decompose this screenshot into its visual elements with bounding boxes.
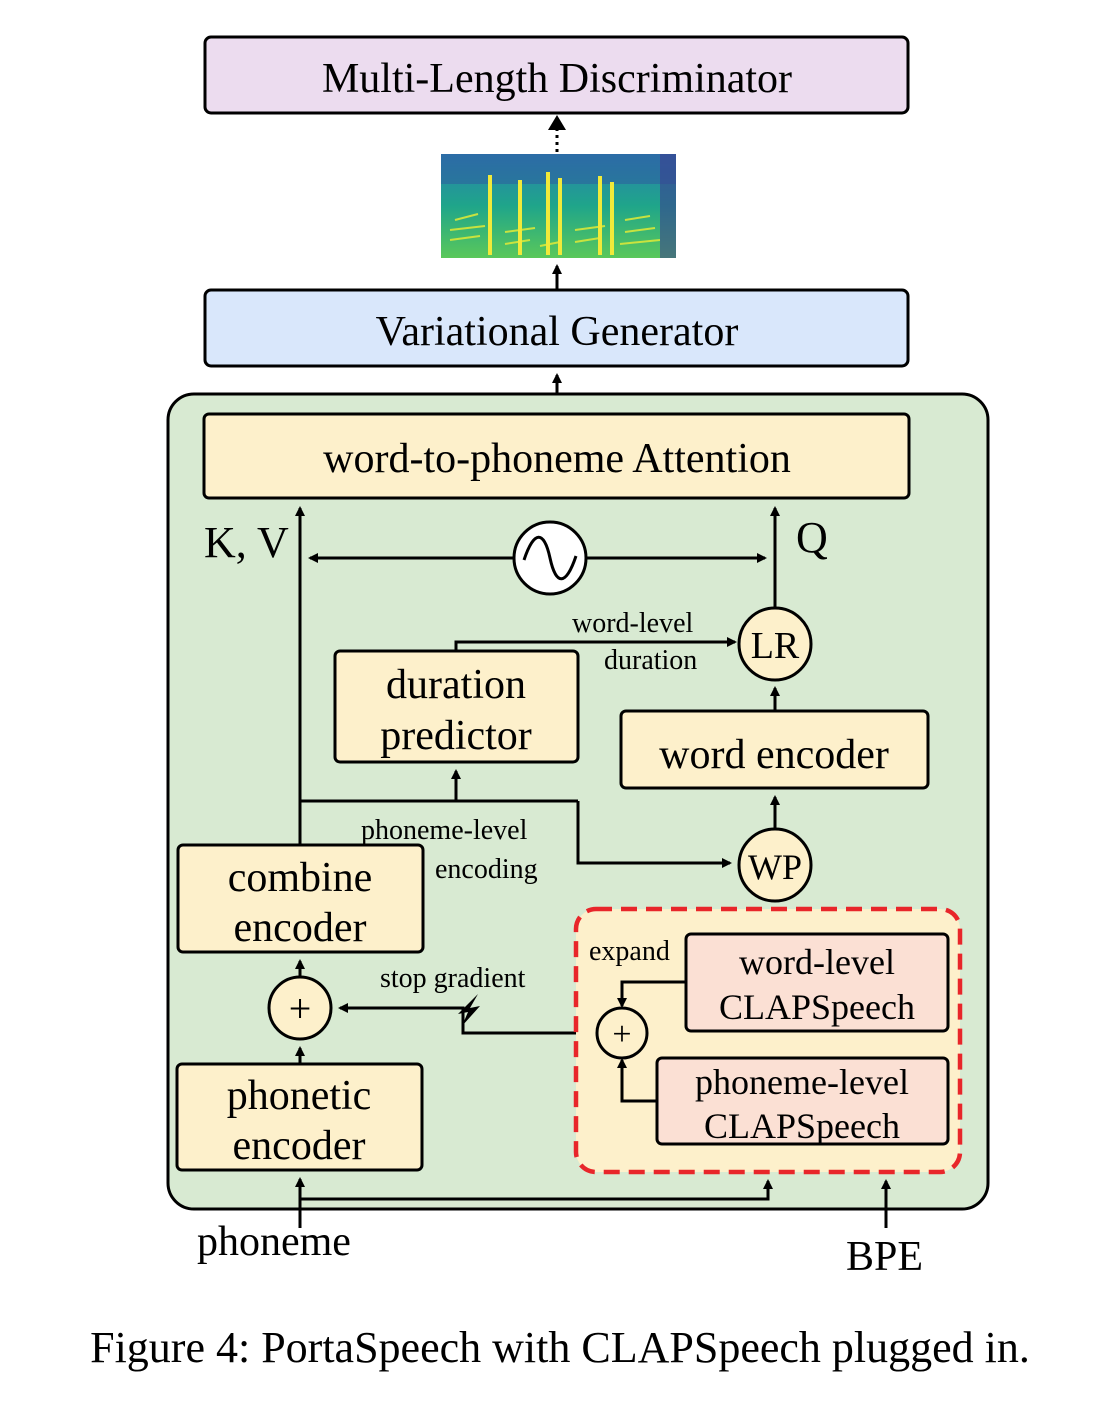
phonetic-encoder-line1: phonetic	[227, 1073, 372, 1119]
discriminator-label: Multi-Length Discriminator	[322, 56, 792, 102]
duration-to-lr-arrow	[454, 637, 737, 651]
encoding-to-wp-arrow	[576, 801, 732, 868]
clap-phoneme-line1: phoneme-level	[695, 1062, 909, 1102]
phoneme-level-encoding-line2: encoding	[435, 854, 538, 885]
phoneme-to-clap-arrow	[300, 1179, 773, 1201]
variational-generator-block: Variational Generator	[203, 288, 910, 368]
kv-label: K, V	[204, 518, 289, 567]
lr-label: LR	[751, 625, 800, 667]
word-clap-to-plus-arrow	[617, 980, 686, 1008]
attention-label: word-to-phoneme Attention	[323, 436, 791, 482]
phoneme-input-label: phoneme	[197, 1219, 351, 1265]
duration-predictor-line1: duration	[386, 662, 526, 708]
word-to-phoneme-attention-block: word-to-phoneme Attention	[202, 412, 911, 500]
phoneme-level-clapspeech-block: phoneme-level CLAPSpeech	[655, 1056, 950, 1146]
clap-word-line1: word-level	[739, 942, 895, 982]
phoneme-clap-to-plus-arrow	[617, 1058, 657, 1103]
plus-right-label: +	[612, 1016, 631, 1053]
combine-encoder-line2: encoder	[234, 905, 367, 951]
bpe-input-label: BPE	[846, 1234, 923, 1280]
word-encoder-label: word encoder	[659, 732, 889, 778]
clap-phoneme-line2: CLAPSpeech	[704, 1106, 900, 1146]
word-encoder-block: word encoder	[619, 709, 930, 790]
add-node-left: +	[267, 975, 333, 1041]
combine-encoder-line1: combine	[228, 855, 373, 901]
generator-label: Variational Generator	[376, 309, 739, 355]
word-level-clapspeech-block: word-level CLAPSpeech	[684, 932, 950, 1033]
figure-caption: Figure 4: PortaSpeech with CLAPSpeech pl…	[90, 1323, 1030, 1372]
length-regulator-node: LR	[737, 606, 813, 682]
expand-label: expand	[589, 936, 670, 967]
stop-gradient-arrow	[338, 1003, 597, 1035]
duration-predictor-block: duration predictor	[333, 649, 580, 764]
duration-predictor-line2: predictor	[380, 713, 532, 759]
q-label: Q	[796, 513, 828, 562]
phoneme-level-encoding-line1: phoneme-level	[361, 815, 528, 846]
stop-gradient-label: stop gradient	[380, 963, 526, 994]
word-pooling-node: WP	[737, 827, 813, 903]
positional-encoding-sine-icon	[512, 520, 588, 596]
clap-word-line2: CLAPSpeech	[719, 987, 915, 1027]
stop-gradient-bolt-icon	[458, 994, 480, 1026]
word-level-duration-label-line2: duration	[604, 645, 697, 676]
phonetic-encoder-block: phonetic encoder	[175, 1062, 424, 1172]
combine-encoder-block: combine encoder	[176, 843, 425, 954]
dotted-arrowhead	[548, 115, 566, 130]
plus-left-label: +	[289, 986, 312, 1031]
add-node-right: +	[595, 1006, 649, 1060]
mel-spectrogram-image	[441, 154, 676, 258]
phonetic-encoder-line2: encoder	[233, 1123, 366, 1169]
word-level-duration-label-line1: word-level	[572, 608, 694, 639]
wp-label: WP	[748, 847, 802, 887]
multi-length-discriminator-block: Multi-Length Discriminator	[203, 35, 910, 115]
